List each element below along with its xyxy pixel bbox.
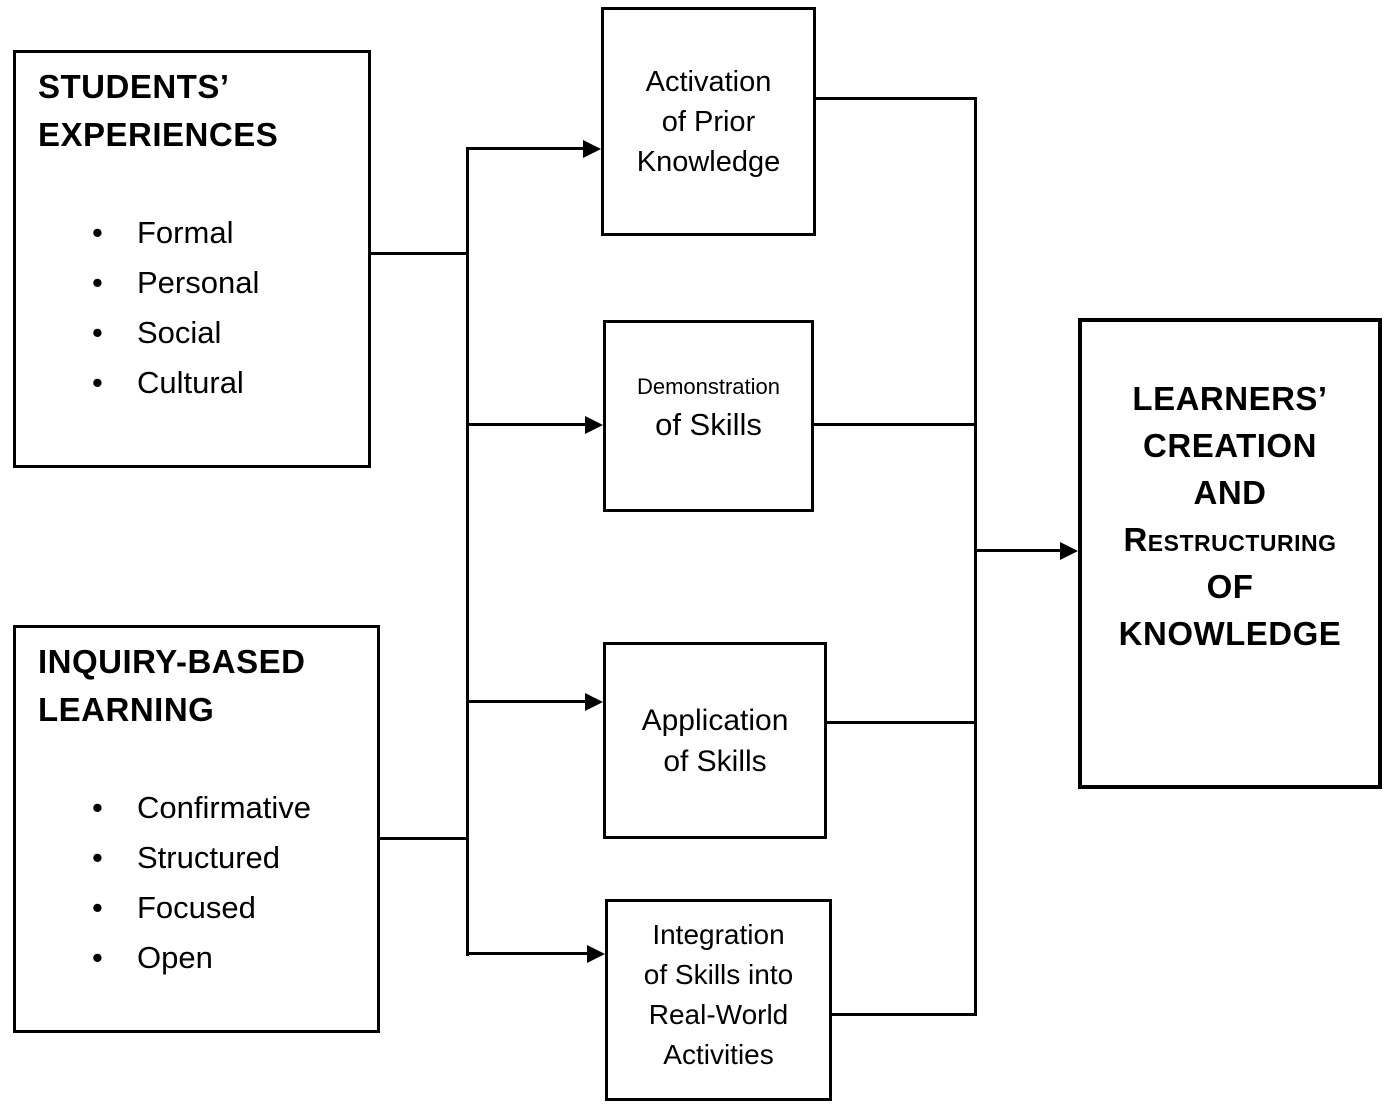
students-box-title: STUDENTS’ EXPERIENCES (38, 63, 368, 159)
list-item-label: Open (137, 940, 213, 975)
connector-inquiry-to-bus (380, 837, 469, 840)
bullet-icon: • (92, 790, 103, 825)
bullet-icon: • (92, 890, 103, 925)
left-bus-line (466, 147, 469, 956)
students-title-line-1: STUDENTS’ (38, 68, 230, 105)
bullet-icon: • (92, 215, 103, 250)
bullet-icon: • (92, 365, 103, 400)
inquiry-types-list: • Confirmative • Structured • Focused • Open (16, 783, 377, 983)
list-item: • Social (16, 308, 368, 358)
students-experiences-list: • Formal • Personal • Social • Cultural (16, 208, 368, 408)
outcome-box-line: KNOWLEDGE (1118, 615, 1342, 652)
list-item-label: Social (137, 315, 222, 350)
bullet-icon: • (92, 315, 103, 350)
application-of-skills-box: Application of Skills (603, 642, 827, 839)
connector-demonstration-to-bus (814, 423, 977, 426)
outcome-box-line: Restructuring (1123, 521, 1337, 558)
arrow-line-to-application (466, 700, 587, 703)
list-item-label: Personal (137, 265, 260, 300)
inquiry-title-line-1: INQUIRY-BASED (38, 643, 306, 680)
process-box-line: of Skills (663, 744, 767, 778)
list-item: • Open (16, 933, 377, 983)
outcome-box-line: CREATION (1143, 427, 1317, 464)
arrow-line-to-demonstration (466, 423, 587, 426)
students-title-line-2: EXPERIENCES (38, 116, 279, 153)
arrow-line-to-integration (466, 952, 587, 955)
inquiry-title-line-2: LEARNING (38, 691, 215, 728)
list-item: • Confirmative (16, 783, 377, 833)
list-item: • Personal (16, 258, 368, 308)
bullet-icon: • (92, 840, 103, 875)
process-box-line: Integration (652, 919, 785, 950)
arrowhead-to-demonstration (585, 416, 603, 434)
connector-students-to-bus (371, 252, 469, 255)
connector-integration-to-bus (832, 1013, 977, 1016)
outcome-box-line: AND (1193, 474, 1267, 511)
list-item: • Cultural (16, 358, 368, 408)
activation-of-prior-knowledge-box: Activation of Prior Knowledge (601, 7, 816, 236)
outcome-box-line: OF (1206, 568, 1254, 605)
list-item: • Structured (16, 833, 377, 883)
arrowhead-to-integration (587, 945, 605, 963)
list-item: • Formal (16, 208, 368, 258)
list-item-label: Cultural (137, 365, 244, 400)
arrowhead-to-activation (583, 140, 601, 158)
list-item-label: Structured (137, 840, 281, 875)
process-box-line: Knowledge (636, 145, 781, 178)
process-box-line: Application (641, 703, 789, 737)
learners-creation-restructuring-box: LEARNERS’ CREATION AND Restructuring OF … (1078, 318, 1382, 789)
arrowhead-to-application (585, 693, 603, 711)
bullet-icon: • (92, 940, 103, 975)
list-item-label: Confirmative (137, 790, 311, 825)
arrowhead-to-learners (1060, 542, 1078, 560)
list-item-label: Formal (137, 215, 234, 250)
demonstration-of-skills-box: Demonstration of Skills (603, 320, 814, 512)
process-box-line: Activities (663, 1039, 774, 1070)
right-bus-line (974, 97, 977, 1016)
process-box-line: of Skills into (643, 959, 794, 990)
connector-application-to-bus (827, 721, 977, 724)
bullet-icon: • (92, 265, 103, 300)
outcome-box-line: LEARNERS’ (1132, 380, 1328, 417)
inquiry-based-learning-box: INQUIRY-BASED LEARNING • Confirmative • St… (13, 625, 380, 1033)
integration-of-skills-box: Integration of Skills into Real-World Ac… (605, 899, 832, 1101)
students-experiences-box: STUDENTS’ EXPERIENCES • Formal • Personal … (13, 50, 371, 468)
list-item: • Focused (16, 883, 377, 933)
arrow-line-to-activation (466, 147, 585, 150)
process-box-line: Demonstration (636, 374, 781, 399)
process-box-line: Real-World (648, 999, 789, 1030)
process-box-line: of Skills (655, 407, 762, 442)
list-item-label: Focused (137, 890, 256, 925)
inquiry-box-title: INQUIRY-BASED LEARNING (38, 638, 377, 734)
arrow-line-to-learners (974, 549, 1062, 552)
process-box-line: Activation (645, 65, 772, 98)
connector-activation-to-bus (816, 97, 977, 100)
process-box-line: of Prior (661, 105, 756, 138)
